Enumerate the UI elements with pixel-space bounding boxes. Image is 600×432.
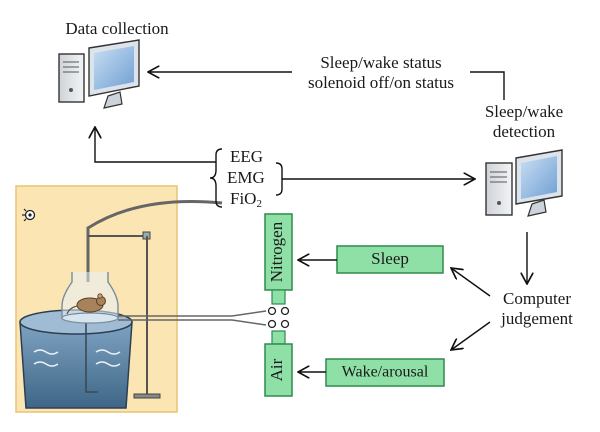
detection-line-1: Sleep/wake: [485, 102, 563, 121]
recording-cable: [86, 199, 223, 282]
status-line-1: Sleep/wake status: [320, 53, 441, 72]
mouse-icon: [66, 293, 106, 315]
gas-tubing: [118, 310, 267, 326]
fio2-subscript: 2: [256, 198, 262, 210]
emg-label: EMG: [227, 168, 265, 187]
detection-computer-icon: [485, 149, 563, 217]
arrow-signals-to-data-collection: [95, 127, 216, 163]
fio2-base: FiO: [230, 189, 256, 208]
judgement-line-1: Computer: [503, 289, 571, 308]
arrow-judgement-to-sleep: [451, 268, 491, 297]
sleep-label: Sleep: [371, 249, 409, 268]
wake-arousal-box: [325, 358, 445, 387]
nitrogen-cylinder: [264, 213, 293, 305]
wake-arousal-label: Wake/arousal: [342, 364, 429, 381]
detection-line-2: detection: [493, 122, 556, 141]
fio2-label: FiO2: [230, 189, 262, 210]
air-label: Air: [267, 358, 286, 381]
data-collection-computer-icon: [58, 39, 140, 109]
water-beaker: [19, 309, 133, 409]
nitrogen-label: Nitrogen: [267, 221, 286, 282]
judgement-line-2: judgement: [500, 309, 573, 328]
lamp-icon: [22, 208, 36, 222]
solenoid-valve-icon: [267, 306, 290, 329]
arrow-judgement-to-wake: [451, 321, 491, 350]
air-cylinder: [264, 330, 293, 397]
arrow-status-to-data-collection: [470, 71, 505, 100]
eeg-label: EEG: [230, 147, 263, 166]
flow-arrows: [95, 72, 527, 372]
status-line-2: solenoid off/on status: [308, 73, 454, 92]
data-collection-label: Data collection: [65, 19, 169, 38]
sleep-box: [336, 245, 444, 274]
signal-bracket: [209, 148, 283, 208]
